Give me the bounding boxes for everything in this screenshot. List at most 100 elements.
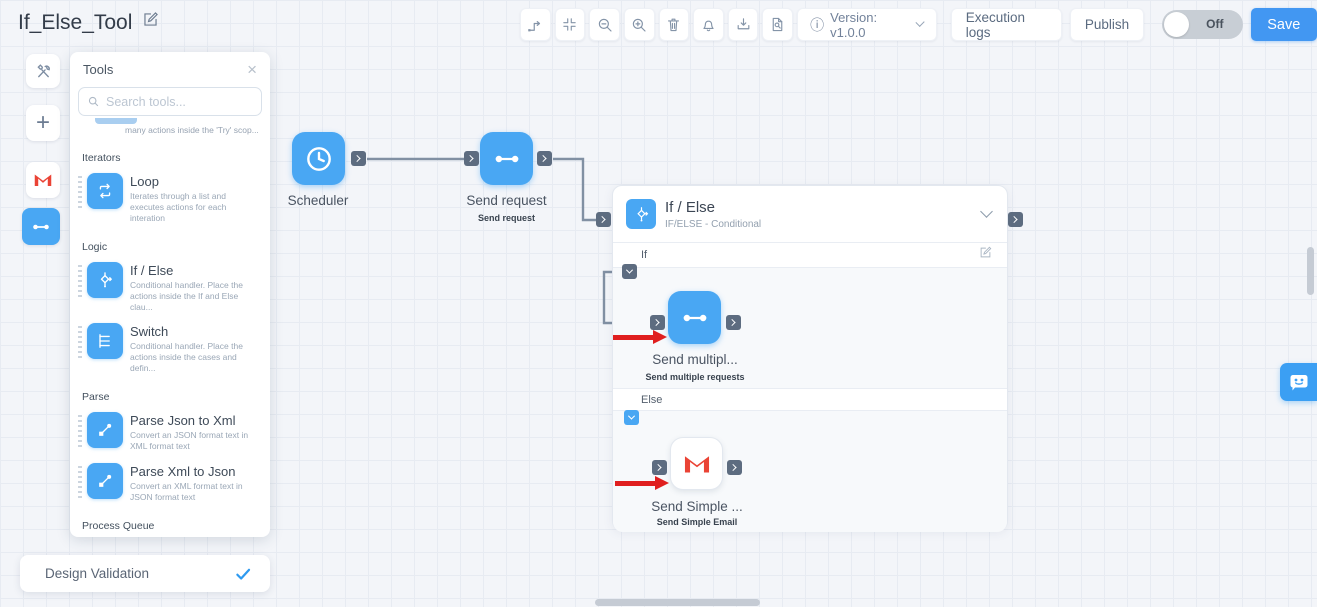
workflow-title-bar: If_Else_Tool (18, 10, 160, 35)
drag-handle[interactable] (78, 415, 82, 449)
zoom-out-icon[interactable] (589, 8, 620, 41)
send-multiple-output-port[interactable] (726, 315, 741, 330)
tool-item-title: Loop (130, 173, 260, 189)
execution-logs-button[interactable]: Execution logs (951, 8, 1062, 41)
if-branch-row[interactable]: If (613, 243, 1007, 268)
node-label: Send Simple ... (636, 499, 758, 514)
design-validation-label: Design Validation (45, 566, 149, 581)
drag-handle[interactable] (78, 466, 82, 500)
tool-item-title: Switch (130, 323, 260, 339)
if-else-title: If / Else (665, 199, 982, 216)
send-multiple-input-port[interactable] (650, 315, 665, 330)
node-label: Send multipl... (634, 352, 756, 367)
send-multiple-requests-icon (680, 303, 710, 333)
version-label: Version: v1.0.0 (830, 10, 907, 40)
send-request-icon (492, 144, 522, 174)
node-sublabel: Send multiple requests (634, 372, 756, 382)
else-branch-row[interactable]: Else (613, 389, 1007, 411)
tool-item-title: If / Else (130, 262, 260, 278)
scheduler-node[interactable] (292, 132, 345, 185)
else-branch-start-port[interactable] (624, 410, 639, 425)
tool-item-loop[interactable]: Loop Iterates through a list and execute… (70, 170, 270, 231)
check-icon (234, 565, 252, 583)
if-else-header[interactable]: If / Else IF/ELSE - Conditional (613, 186, 1007, 243)
node-sublabel: Send Simple Email (636, 517, 758, 527)
drag-handle[interactable] (78, 326, 82, 360)
partial-tool-item: many actions inside the 'Try' scop... (70, 122, 270, 142)
tool-item-description: Iterates through a list and executes act… (130, 189, 260, 224)
annotation-arrow (615, 476, 669, 490)
scheduler-output-port[interactable] (351, 151, 366, 166)
tools-panel-title: Tools (83, 62, 113, 77)
tools-search-box[interactable] (78, 87, 262, 116)
add-tool-button[interactable]: + (26, 105, 60, 141)
parse-icon (87, 463, 123, 499)
chevron-down-icon[interactable] (980, 205, 993, 218)
version-dropdown[interactable]: ⓘ Version: v1.0.0 (797, 8, 937, 41)
tools-rail-button[interactable] (26, 54, 60, 88)
send-request-output-port[interactable] (537, 151, 552, 166)
file-preview-icon[interactable] (762, 8, 793, 41)
if-else-output-port[interactable] (1008, 212, 1023, 227)
tool-section-iterators: Iterators (70, 142, 270, 170)
tools-icon (34, 62, 53, 81)
support-chat-button[interactable] (1280, 363, 1317, 401)
search-input[interactable] (106, 95, 246, 109)
tool-item-if-else[interactable]: If / Else Conditional handler. Place the… (70, 259, 270, 320)
vertical-scrollbar[interactable] (1307, 247, 1314, 295)
send-request-node[interactable] (480, 132, 533, 185)
if-branch-start-port[interactable] (622, 264, 637, 279)
route-style-icon[interactable] (520, 8, 551, 41)
gmail-icon (32, 169, 54, 191)
send-email-node[interactable] (670, 437, 723, 490)
tool-item-description: Conditional handler. Place the actions i… (130, 339, 260, 374)
zoom-in-icon[interactable] (624, 8, 655, 41)
horizontal-scrollbar[interactable] (595, 599, 760, 606)
send-email-input-port[interactable] (652, 460, 667, 475)
send-request-rail-button[interactable] (22, 208, 60, 245)
tool-item-switch[interactable]: Switch Conditional handler. Place the ac… (70, 320, 270, 381)
if-branch-label: If (641, 249, 647, 261)
info-icon: ⓘ (810, 15, 824, 35)
annotation-arrow (613, 330, 667, 344)
chevron-down-icon (916, 18, 925, 27)
switch-icon (87, 323, 123, 359)
send-request-input-port[interactable] (464, 151, 479, 166)
if-else-input-port[interactable] (596, 212, 611, 227)
chat-smiley-icon (1287, 370, 1311, 394)
import-download-icon[interactable] (728, 8, 759, 41)
active-toggle[interactable]: Off (1162, 10, 1242, 39)
search-icon (87, 95, 100, 108)
send-multiple-node[interactable] (668, 291, 721, 344)
gmail-rail-button[interactable] (26, 162, 60, 198)
if-else-icon (87, 262, 123, 298)
gmail-icon (680, 447, 714, 481)
tool-item-parse-xml-to-json[interactable]: Parse Xml to Json Convert an XML format … (70, 460, 270, 510)
drag-handle[interactable] (78, 176, 82, 210)
plus-icon: + (36, 109, 50, 137)
tool-section-process-queue: Process Queue (70, 510, 270, 537)
node-sublabel: Send request (455, 213, 558, 223)
edit-title-icon[interactable] (141, 10, 160, 35)
toggle-state-label: Off (1206, 17, 1223, 31)
toggle-knob (1164, 12, 1189, 37)
delete-icon[interactable] (659, 8, 690, 41)
notifications-bell-icon[interactable] (693, 8, 724, 41)
tools-panel: Tools × many actions inside the 'Try' sc… (70, 52, 270, 537)
cutoff-tool-icon (95, 118, 137, 124)
publish-button[interactable]: Publish (1070, 8, 1144, 41)
page-title: If_Else_Tool (18, 11, 132, 35)
close-icon[interactable]: × (247, 61, 257, 78)
if-else-icon (626, 199, 656, 229)
save-button[interactable]: Save (1251, 8, 1317, 41)
else-branch-label: Else (641, 394, 662, 406)
tool-item-parse-json-to-xml[interactable]: Parse Json to Xml Convert an JSON format… (70, 409, 270, 459)
tool-item-title: Parse Xml to Json (130, 463, 260, 479)
edit-condition-icon[interactable] (978, 245, 993, 265)
send-email-output-port[interactable] (727, 460, 742, 475)
fit-view-icon[interactable] (555, 8, 586, 41)
drag-handle[interactable] (78, 265, 82, 299)
node-label: Send request (455, 193, 558, 208)
tool-item-description: Conditional handler. Place the actions i… (130, 278, 260, 313)
design-validation-card[interactable]: Design Validation (20, 555, 270, 592)
